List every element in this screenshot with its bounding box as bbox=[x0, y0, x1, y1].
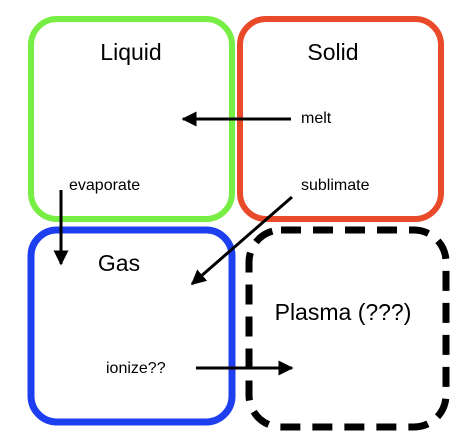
ionize-label: ionize?? bbox=[106, 360, 166, 377]
melt-label: melt bbox=[301, 110, 332, 127]
solid-title: Solid bbox=[307, 39, 358, 65]
plasma-title: Plasma (???) bbox=[275, 299, 412, 325]
sublimate-arrow bbox=[190, 195, 293, 286]
sublimate-label: sublimate bbox=[301, 177, 370, 194]
evaporate-label: evaporate bbox=[69, 177, 140, 194]
liquid-title: Liquid bbox=[100, 39, 161, 65]
gas-box bbox=[27, 226, 236, 426]
plasma-box bbox=[245, 226, 450, 431]
gas-title: Gas bbox=[98, 250, 140, 276]
